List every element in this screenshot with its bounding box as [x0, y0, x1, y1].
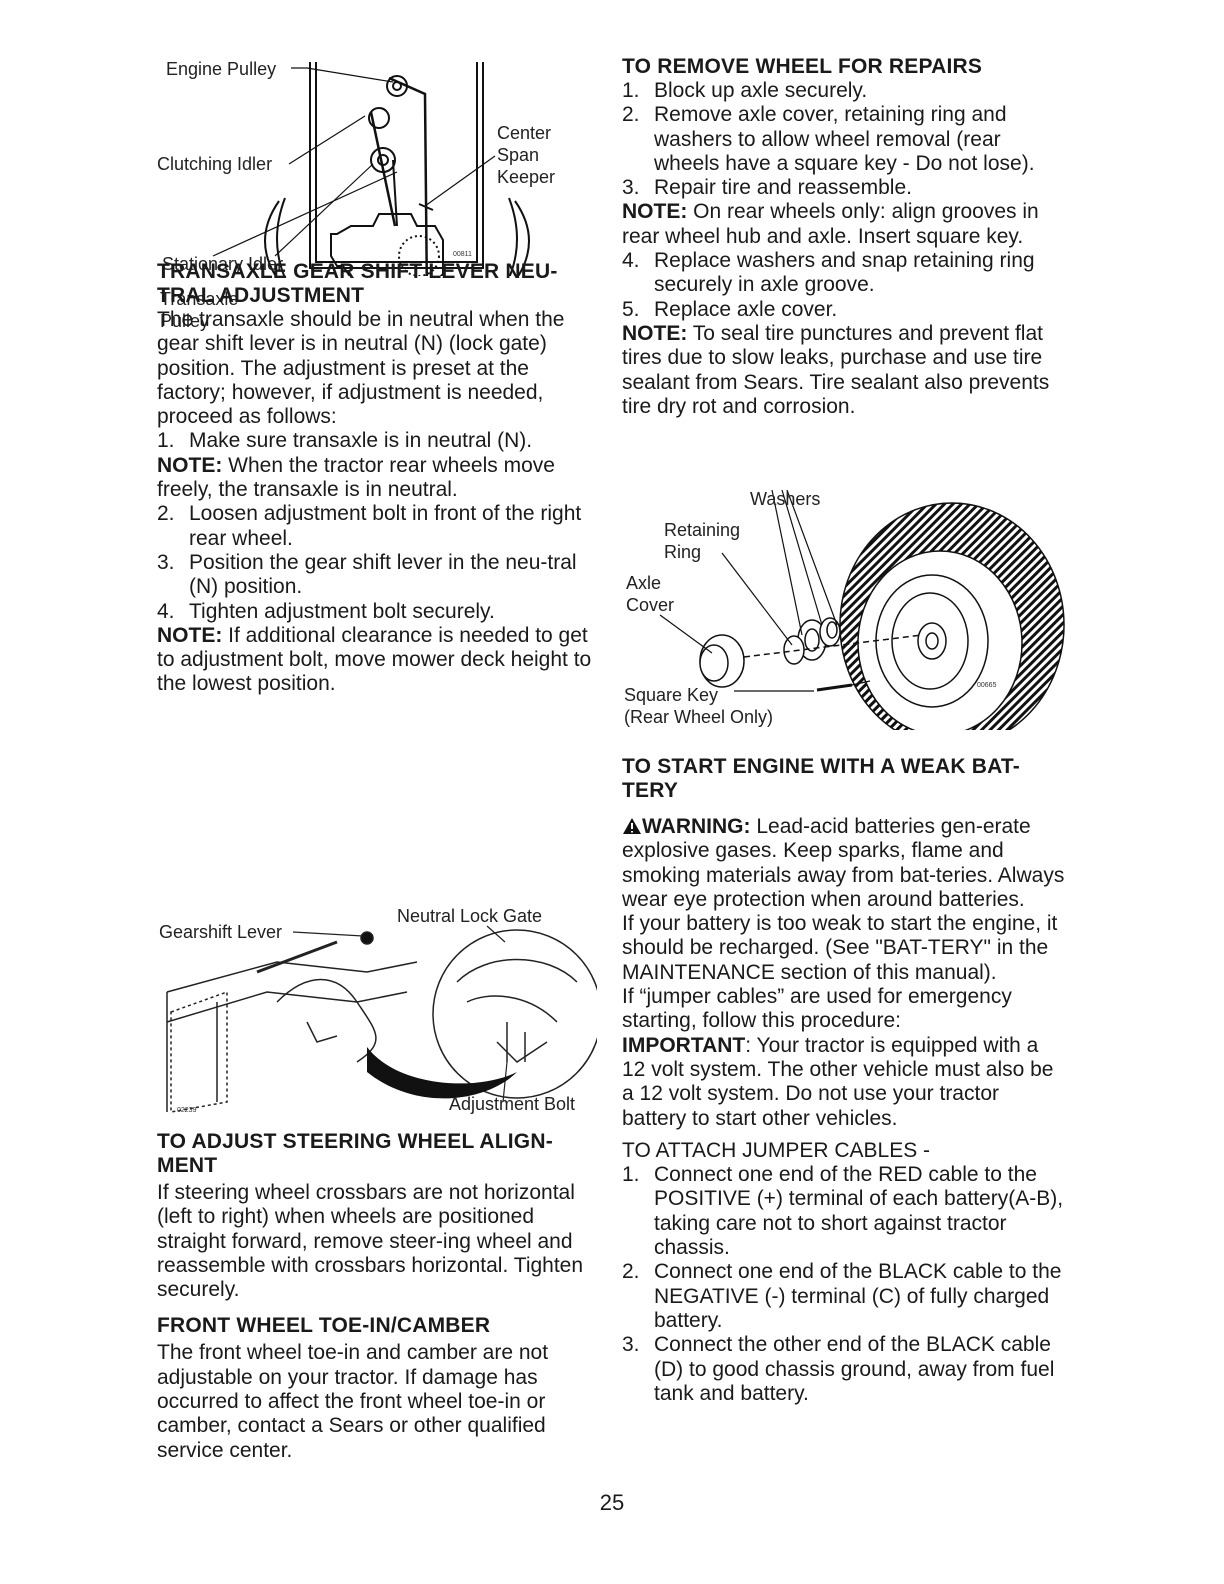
page-number: 25 [599, 1490, 625, 1515]
transaxle-note-1-text: When the tractor rear wheels move freely… [157, 453, 555, 502]
note-label: NOTE: [622, 200, 688, 224]
transaxle-heading: TRANSAXLE GEAR SHIFT LEVER NEU- TRAL ADJ… [157, 260, 597, 308]
right-column: TO REMOVE WHEEL FOR REPAIRS 1.Block up a… [622, 55, 1067, 419]
warning-text: Lead-acid batteries gen-erate explosive … [622, 815, 1065, 911]
label-engine-pulley: Engine Pulley [166, 59, 277, 79]
important-paragraph: IMPORTANT: Your tractor is equipped with… [622, 1034, 1067, 1131]
remove-note-1-text: On rear wheels only: align grooves in re… [622, 200, 1039, 248]
transaxle-intro: The transaxle should be in neutral when … [157, 308, 565, 429]
transaxle-step-1-text: Make sure transaxle is in neutral (N). [189, 429, 533, 453]
label-square-key: Square Key [624, 685, 719, 705]
label-span: Span [497, 145, 540, 165]
attach-step-3: 3.Connect the other end of the BLACK cab… [622, 1333, 1067, 1406]
left-column: TRANSAXLE GEAR SHIFT LEVER NEU- TRAL ADJ… [157, 260, 597, 697]
label-transaxle-pulley: Transaxle Pulley [160, 288, 238, 332]
transaxle-note-1: NOTE: When the tractor rear wheels move … [157, 454, 597, 503]
gearshift-diagram: 02239 [166, 925, 602, 1114]
toein-body: The front wheel toe-in and camber are no… [157, 1341, 549, 1462]
warning-label: WARNING: [642, 815, 751, 838]
steering-heading-line1: TO ADJUST STEERING WHEEL ALIGN- [157, 1130, 553, 1153]
fig2-code: 02239 [177, 1107, 197, 1114]
remove-step-5: 5.Replace axle cover. [622, 298, 1067, 322]
remove-step-3: 3.Repair tire and reassemble. [622, 176, 1067, 200]
remove-step-1-text: Block up axle securely. [654, 79, 868, 102]
note-label: NOTE: [622, 321, 688, 345]
remove-note-2: NOTE: To seal tire punctures and prevent… [622, 322, 1067, 419]
weak-battery-heading-line2: TERY [622, 779, 679, 802]
attach-step-3-text: Connect the other end of the BLACK cable… [654, 1333, 1055, 1405]
remove-step-4-text: Replace washers and snap retaining ring … [654, 249, 1035, 297]
label-ring: Ring [664, 542, 702, 562]
fig3-code: 00665 [977, 682, 997, 689]
remove-step-3-text: Repair tire and reassemble. [654, 176, 912, 200]
label-pulley: Pulley [160, 311, 210, 331]
label-retaining-ring: Retaining Ring [664, 519, 740, 563]
remove-note-2-text: To seal tire punctures and prevent flat … [622, 321, 1050, 418]
transaxle-step-3: 3.Position the gear shift lever in the n… [157, 551, 597, 600]
transaxle-note-2: NOTE: If additional clearance is needed … [157, 624, 597, 697]
warning-paragraph: WARNING: Lead-acid batteries gen-erate e… [622, 815, 1067, 912]
remove-step-1: 1.Block up axle securely. [622, 79, 1067, 103]
label-axle-cover: Axle Cover [626, 572, 674, 616]
toein-heading: FRONT WHEEL TOE-IN/CAMBER [157, 1314, 491, 1338]
remove-step-5-text: Replace axle cover. [654, 297, 838, 321]
belt-drive-figure: 00811 Engine Pulley Clutching Idler Cent… [157, 56, 577, 303]
transaxle-heading-line2: TRAL ADJUSTMENT [157, 284, 365, 307]
transaxle-heading-line1: TRANSAXLE GEAR SHIFT LEVER NEU- [157, 260, 558, 283]
left-column-lower: TO ADJUST STEERING WHEEL ALIGN- MENT If … [157, 1130, 597, 1463]
weak-battery-heading: TO START ENGINE WITH A WEAK BAT- TERY [622, 755, 1067, 803]
label-rear-wheel-only: (Rear Wheel Only) [624, 707, 774, 727]
steering-heading-line2: MENT [157, 1154, 218, 1177]
transaxle-step-4: 4.Tighten adjustment bolt securely. [157, 600, 597, 624]
warning-triangle-icon [623, 818, 641, 834]
transaxle-note-2-text: If additional clearance is needed to get… [157, 623, 592, 696]
attach-step-2-text: Connect one end of the BLACK cable to th… [654, 1260, 1062, 1332]
label-clutching-idler: Clutching Idler [157, 154, 273, 174]
label-adjustment-bolt: Adjustment Bolt [449, 1094, 576, 1114]
attach-step-1-text: Connect one end of the RED cable to the … [654, 1163, 1064, 1260]
remove-note-1: NOTE: On rear wheels only: align grooves… [622, 200, 1067, 249]
label-retaining: Retaining [664, 520, 741, 540]
wheel-figure: 00665 Washers Retaining Ring Axle Cover … [622, 485, 1067, 748]
attach-step-1: 1.Connect one end of the RED cable to th… [622, 1163, 1067, 1260]
attach-step-2: 2.Connect one end of the BLACK cable to … [622, 1260, 1067, 1333]
note-label: NOTE: [157, 623, 223, 647]
label-keeper: Keeper [497, 167, 556, 187]
fig1-code: 00811 [453, 251, 472, 258]
label-gearshift-lever: Gearshift Lever [159, 922, 283, 942]
remove-wheel-heading: TO REMOVE WHEEL FOR REPAIRS [622, 55, 983, 78]
label-axle: Axle [626, 573, 662, 593]
remove-step-2: 2.Remove axle cover, retaining ring and … [622, 103, 1067, 176]
attach-cables-heading: TO ATTACH JUMPER CABLES - [622, 1138, 931, 1162]
weak-battery-para-1: If your battery is too weak to start the… [622, 912, 1058, 984]
note-label: NOTE: [157, 453, 223, 477]
label-stationary-idler: Stationary Idler [162, 254, 284, 274]
right-column-lower: TO START ENGINE WITH A WEAK BAT- TERY WA… [622, 755, 1067, 1406]
label-neutral-lock-gate: Neutral Lock Gate [397, 906, 543, 926]
label-center-span-keeper: Center Span Keeper [497, 122, 555, 188]
transaxle-step-1: 1.Make sure transaxle is in neutral (N). [157, 429, 597, 453]
label-transaxle: Transaxle [160, 289, 239, 309]
important-label: IMPORTANT [622, 1033, 746, 1057]
transaxle-step-2-text: Loosen adjustment bolt in front of the r… [189, 502, 582, 550]
steering-heading: TO ADJUST STEERING WHEEL ALIGN- MENT [157, 1130, 597, 1178]
label-washers: Washers [750, 489, 821, 509]
steering-body: If steering wheel crossbars are not hori… [157, 1181, 584, 1302]
label-cover: Cover [626, 595, 675, 615]
weak-battery-heading-line1: TO START ENGINE WITH A WEAK BAT- [622, 755, 1020, 778]
weak-battery-para-2: If “jumper cables” are used for emergenc… [622, 985, 1012, 1033]
gearshift-figure: 02239 Gearshift Lever Neutral Lock Gate … [157, 902, 602, 1120]
transaxle-step-3-text: Position the gear shift lever in the neu… [189, 550, 577, 599]
transaxle-step-4-text: Tighten adjustment bolt securely. [189, 599, 495, 623]
remove-step-2-text: Remove axle cover, retaining ring and wa… [654, 103, 1035, 175]
important-text: : Your tractor is equipped with a 12 vol… [622, 1033, 1054, 1130]
label-center: Center [497, 123, 552, 143]
transaxle-step-2: 2.Loosen adjustment bolt in front of the… [157, 502, 597, 551]
remove-step-4: 4.Replace washers and snap retaining rin… [622, 249, 1067, 298]
